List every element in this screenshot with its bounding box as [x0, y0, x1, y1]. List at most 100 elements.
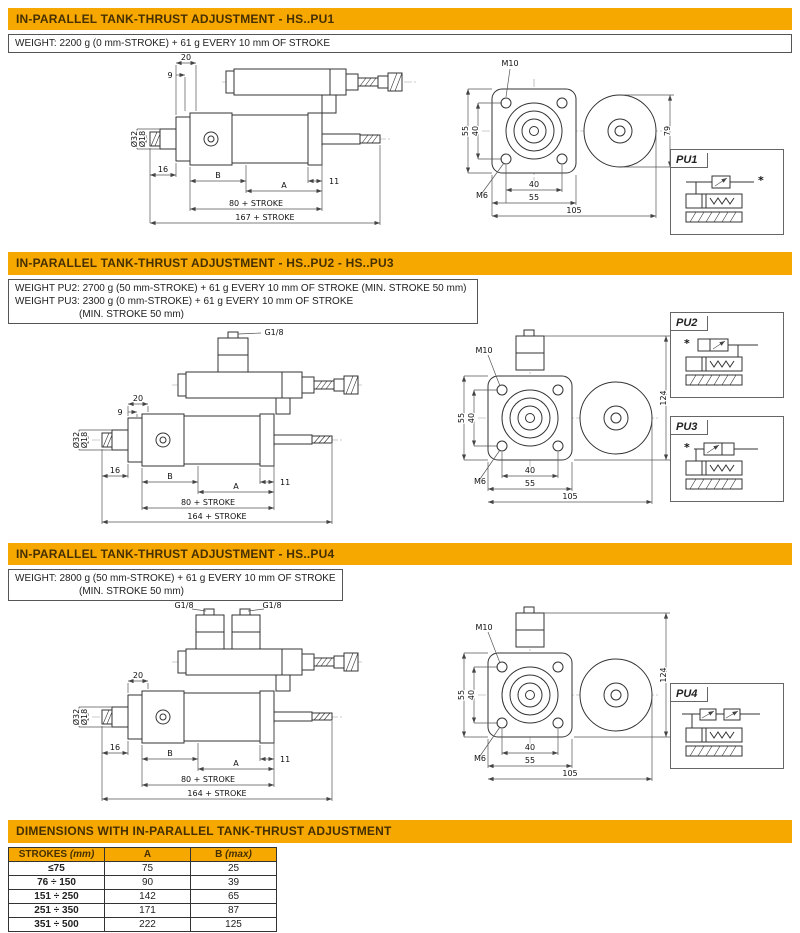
dim-label: 55 [457, 413, 466, 423]
dim-label: 55 [525, 756, 535, 765]
dim-label: 80 + STROKE [229, 199, 283, 208]
flange-and-tank [487, 652, 653, 738]
dim-label: 40 [525, 466, 535, 475]
variant-label-pu3: PU3 [671, 419, 709, 435]
dim-label: 164 + STROKE [187, 789, 246, 798]
dim-label: 11 [280, 478, 290, 487]
col-header-sub: (mm) [69, 848, 95, 860]
valve-block [515, 329, 545, 371]
cell-strokes: 351 ÷ 500 [8, 916, 105, 932]
dimensions: 20 9 Ø32 Ø18 16 B [70, 393, 333, 524]
cell-a: 75 [104, 860, 191, 876]
weight-line: WEIGHT: 2800 g (50 mm-STROKE) + 61 g EVE… [15, 573, 336, 585]
dim-label: 9 [117, 408, 122, 417]
dim-label: B [167, 472, 173, 481]
weight-line: (MIN. STROKE 50 mm) [79, 308, 185, 320]
weight-line: (MIN. STROKE 50 mm) [79, 586, 185, 598]
dim-label: M6 [476, 191, 488, 200]
cell-strokes: 251 ÷ 350 [8, 902, 105, 918]
cell-b: 25 [190, 860, 277, 876]
dim-label: Ø32 [71, 709, 81, 725]
dim-label: M10 [501, 59, 518, 68]
valve-block: G1/8 [217, 327, 285, 373]
pu1-pneumatic-schematic: * [685, 174, 764, 223]
star-symbol: * [758, 174, 764, 187]
col-header-main: STROKES [18, 848, 68, 860]
cell-b: 125 [190, 916, 277, 932]
weight-line: WEIGHT PU3: 2300 g (0 mm-STROKE) + 61 g … [15, 295, 354, 307]
section-pu1: IN-PARALLEL TANK-THRUST ADJUSTMENT - HS.… [8, 8, 792, 238]
section-header-pu4: IN-PARALLEL TANK-THRUST ADJUSTMENT - HS.… [8, 542, 792, 566]
pu2-pu3-side-view-drawing: G1/8 [70, 327, 364, 524]
cylinder-body [149, 112, 381, 166]
section-header-pu2-pu3: IN-PARALLEL TANK-THRUST ADJUSTMENT - HS.… [8, 252, 792, 275]
dim-label: M6 [474, 477, 486, 486]
dim-label: A [233, 482, 239, 491]
star-symbol: * [684, 337, 690, 350]
variant-box-pu1: PU1 * [670, 149, 784, 236]
cylinder-body [101, 690, 333, 744]
cell-strokes: ≤75 [8, 860, 105, 876]
weight-line: WEIGHT PU2: 2700 g (50 mm-STROKE) + 61 g… [15, 282, 467, 294]
pu4-side-view-drawing: G1/8 G1/8 [70, 601, 364, 802]
weight-note-pu2-pu3: WEIGHT PU2: 2700 g (50 mm-STROKE) + 61 g… [8, 278, 478, 324]
table-row: 151 ÷ 250 142 65 [8, 888, 277, 904]
dimensions: 20 Ø32 Ø18 16 B 11 [70, 670, 333, 802]
weight-note-pu1: WEIGHT: 2200 g (0 mm-STROKE) + 61 g EVER… [8, 34, 792, 54]
dim-label: 9 [167, 71, 172, 80]
dim-label: M10 [475, 346, 492, 355]
cell-strokes: 76 ÷ 150 [8, 874, 105, 890]
dim-label: 55 [525, 479, 535, 488]
dim-label: 124 [659, 668, 668, 683]
col-header-b: B (max) [190, 846, 277, 862]
dim-label: 11 [280, 755, 290, 764]
dim-label: Ø18 [137, 131, 147, 147]
dim-label: 124 [659, 390, 668, 405]
dim-label: Ø18 [79, 432, 89, 448]
tank-assembly [177, 371, 359, 415]
dim-label: 105 [562, 492, 577, 501]
valve-block [515, 606, 545, 648]
cell-a: 90 [104, 874, 191, 890]
cell-b: 65 [190, 888, 277, 904]
dim-label: 20 [181, 53, 191, 62]
col-header-a: A [104, 846, 191, 862]
star-symbol: * [684, 441, 690, 454]
dimensions: M10 55 40 M6 40 [456, 612, 670, 782]
dim-label: 105 [566, 206, 581, 215]
pu4-pneumatic-schematic [682, 708, 760, 757]
section-header-pu1: IN-PARALLEL TANK-THRUST ADJUSTMENT - HS.… [8, 8, 792, 31]
drawing-area-pu2-pu3: G1/8 [8, 311, 792, 529]
weight-note-pu4: WEIGHT: 2800 g (50 mm-STROKE) + 61 g EVE… [8, 569, 343, 602]
cell-a: 142 [104, 888, 191, 904]
table-row: ≤75 75 25 [8, 860, 277, 876]
dim-label: 40 [525, 743, 535, 752]
variant-label-pu4: PU4 [671, 687, 709, 703]
dim-label: 167 + STROKE [235, 213, 294, 222]
cell-b: 87 [190, 902, 277, 918]
dim-label: 164 + STROKE [187, 512, 246, 521]
section-pu2-pu3: IN-PARALLEL TANK-THRUST ADJUSTMENT - HS.… [8, 252, 792, 528]
variant-label-pu2: PU2 [671, 315, 709, 331]
dim-label: A [233, 759, 239, 768]
pu1-front-view-drawing: M10 55 40 M6 40 [460, 58, 674, 219]
dimensions-table: STROKES (mm) A B (max) ≤75 75 25 76 ÷ 15… [8, 846, 277, 932]
pu1-side-view-drawing: 20 9 Ø32 Ø18 16 B [128, 53, 416, 226]
table-row: 351 ÷ 500 222 125 [8, 916, 277, 932]
dim-label: Ø32 [71, 432, 81, 448]
table-row: 76 ÷ 150 90 39 [8, 874, 277, 890]
dim-label: Ø18 [79, 709, 89, 725]
port-label: G1/8 [262, 601, 281, 610]
drawing-area-pu1: 20 9 Ø32 Ø18 16 B [8, 53, 792, 238]
dim-label: 40 [529, 180, 539, 189]
dim-label: 80 + STROKE [181, 775, 235, 784]
variant-box-pu4: PU4 [670, 683, 784, 770]
valve-blocks: G1/8 G1/8 [173, 601, 283, 650]
dim-label: 55 [529, 193, 539, 202]
pu2-pu3-front-view-drawing: M10 55 40 M6 40 [456, 329, 670, 504]
dim-label: 40 [471, 126, 480, 136]
dim-label: 79 [663, 126, 672, 136]
dimensions: M10 55 40 M6 40 [456, 335, 670, 504]
section-pu4: IN-PARALLEL TANK-THRUST ADJUSTMENT - HS.… [8, 542, 792, 806]
